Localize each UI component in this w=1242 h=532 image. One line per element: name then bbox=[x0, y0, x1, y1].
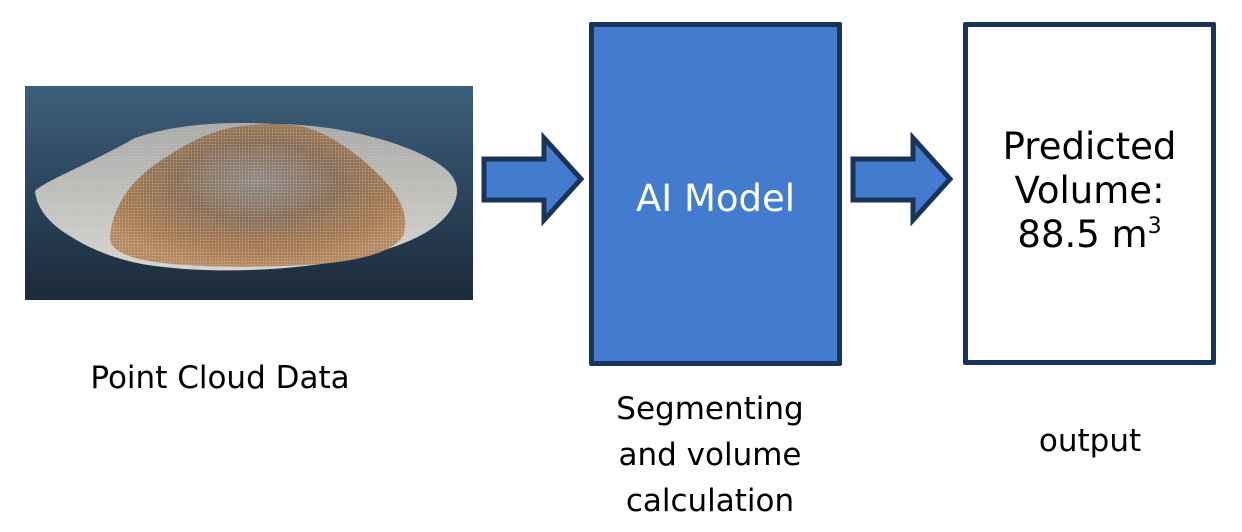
volume-number: 88.5 m bbox=[1017, 213, 1148, 256]
flow-arrow-1 bbox=[478, 128, 588, 228]
ai-model-label: AI Model bbox=[635, 177, 796, 220]
point-cloud-image bbox=[25, 86, 473, 300]
right-arrow-icon bbox=[481, 131, 585, 227]
ai-model-box: AI Model bbox=[589, 22, 842, 366]
volume-value: 88.5 m3 bbox=[968, 213, 1211, 257]
output-box: Predicted Volume: 88.5 m3 bbox=[963, 22, 1216, 365]
caption-line: calculation bbox=[625, 483, 795, 519]
flow-arrow-2 bbox=[847, 128, 957, 228]
predicted-volume-text: Predicted Volume: 88.5 m3 bbox=[968, 125, 1211, 257]
caption-line: and volume bbox=[618, 437, 802, 473]
unit-superscript: 3 bbox=[1147, 214, 1162, 239]
right-arrow-icon bbox=[850, 131, 954, 227]
point-cloud-caption: Point Cloud Data bbox=[90, 360, 350, 396]
output-caption: output bbox=[1038, 423, 1142, 459]
volume-label: Volume: bbox=[1014, 169, 1165, 212]
caption-line: Segmenting bbox=[616, 391, 804, 427]
predicted-label: Predicted bbox=[1002, 125, 1177, 168]
ai-model-caption: Segmenting and volume calculation bbox=[560, 386, 860, 524]
stockpile-illustration bbox=[35, 122, 458, 271]
